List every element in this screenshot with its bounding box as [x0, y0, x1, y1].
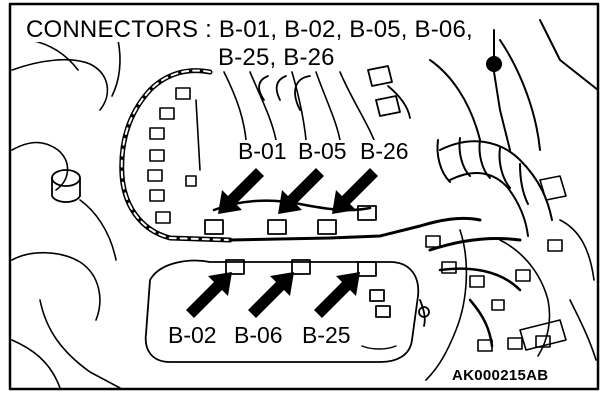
arrow-b05 — [278, 168, 324, 214]
arrow-b25 — [314, 272, 360, 318]
callout-b06: B-06 — [232, 322, 285, 348]
arrows-bottom — [186, 272, 360, 318]
arrow-b26 — [332, 168, 378, 214]
arrow-b01 — [218, 168, 264, 214]
oil-filler-cap — [51, 169, 81, 203]
callout-b05: B-05 — [296, 138, 349, 164]
right-components — [425, 175, 597, 381]
callout-b02: B-02 — [166, 322, 219, 348]
arrow-b02 — [186, 272, 232, 318]
bottom-connectors — [225, 259, 430, 327]
title-line-1: CONNECTORS : B-01, B-02, B-05, B-06, — [24, 16, 475, 43]
arrow-b06 — [248, 272, 294, 318]
squiggle-mark — [361, 345, 397, 350]
callout-b25: B-25 — [300, 322, 353, 348]
dipstick — [486, 29, 511, 151]
leader-lines — [223, 71, 375, 141]
arrows-top — [218, 168, 378, 214]
callout-b01: B-01 — [236, 138, 289, 164]
top-connectors — [204, 65, 411, 235]
figure-frame — [8, 2, 600, 391]
intake-manifold — [144, 75, 420, 363]
harness-connectors-right — [425, 235, 563, 352]
title-line-2: B-25, B-26 — [216, 44, 337, 71]
intake-hose — [429, 19, 599, 237]
callout-b26: B-26 — [358, 138, 411, 164]
harness-connectors-left — [147, 87, 201, 224]
figure-code: AK000215AB — [452, 367, 549, 384]
